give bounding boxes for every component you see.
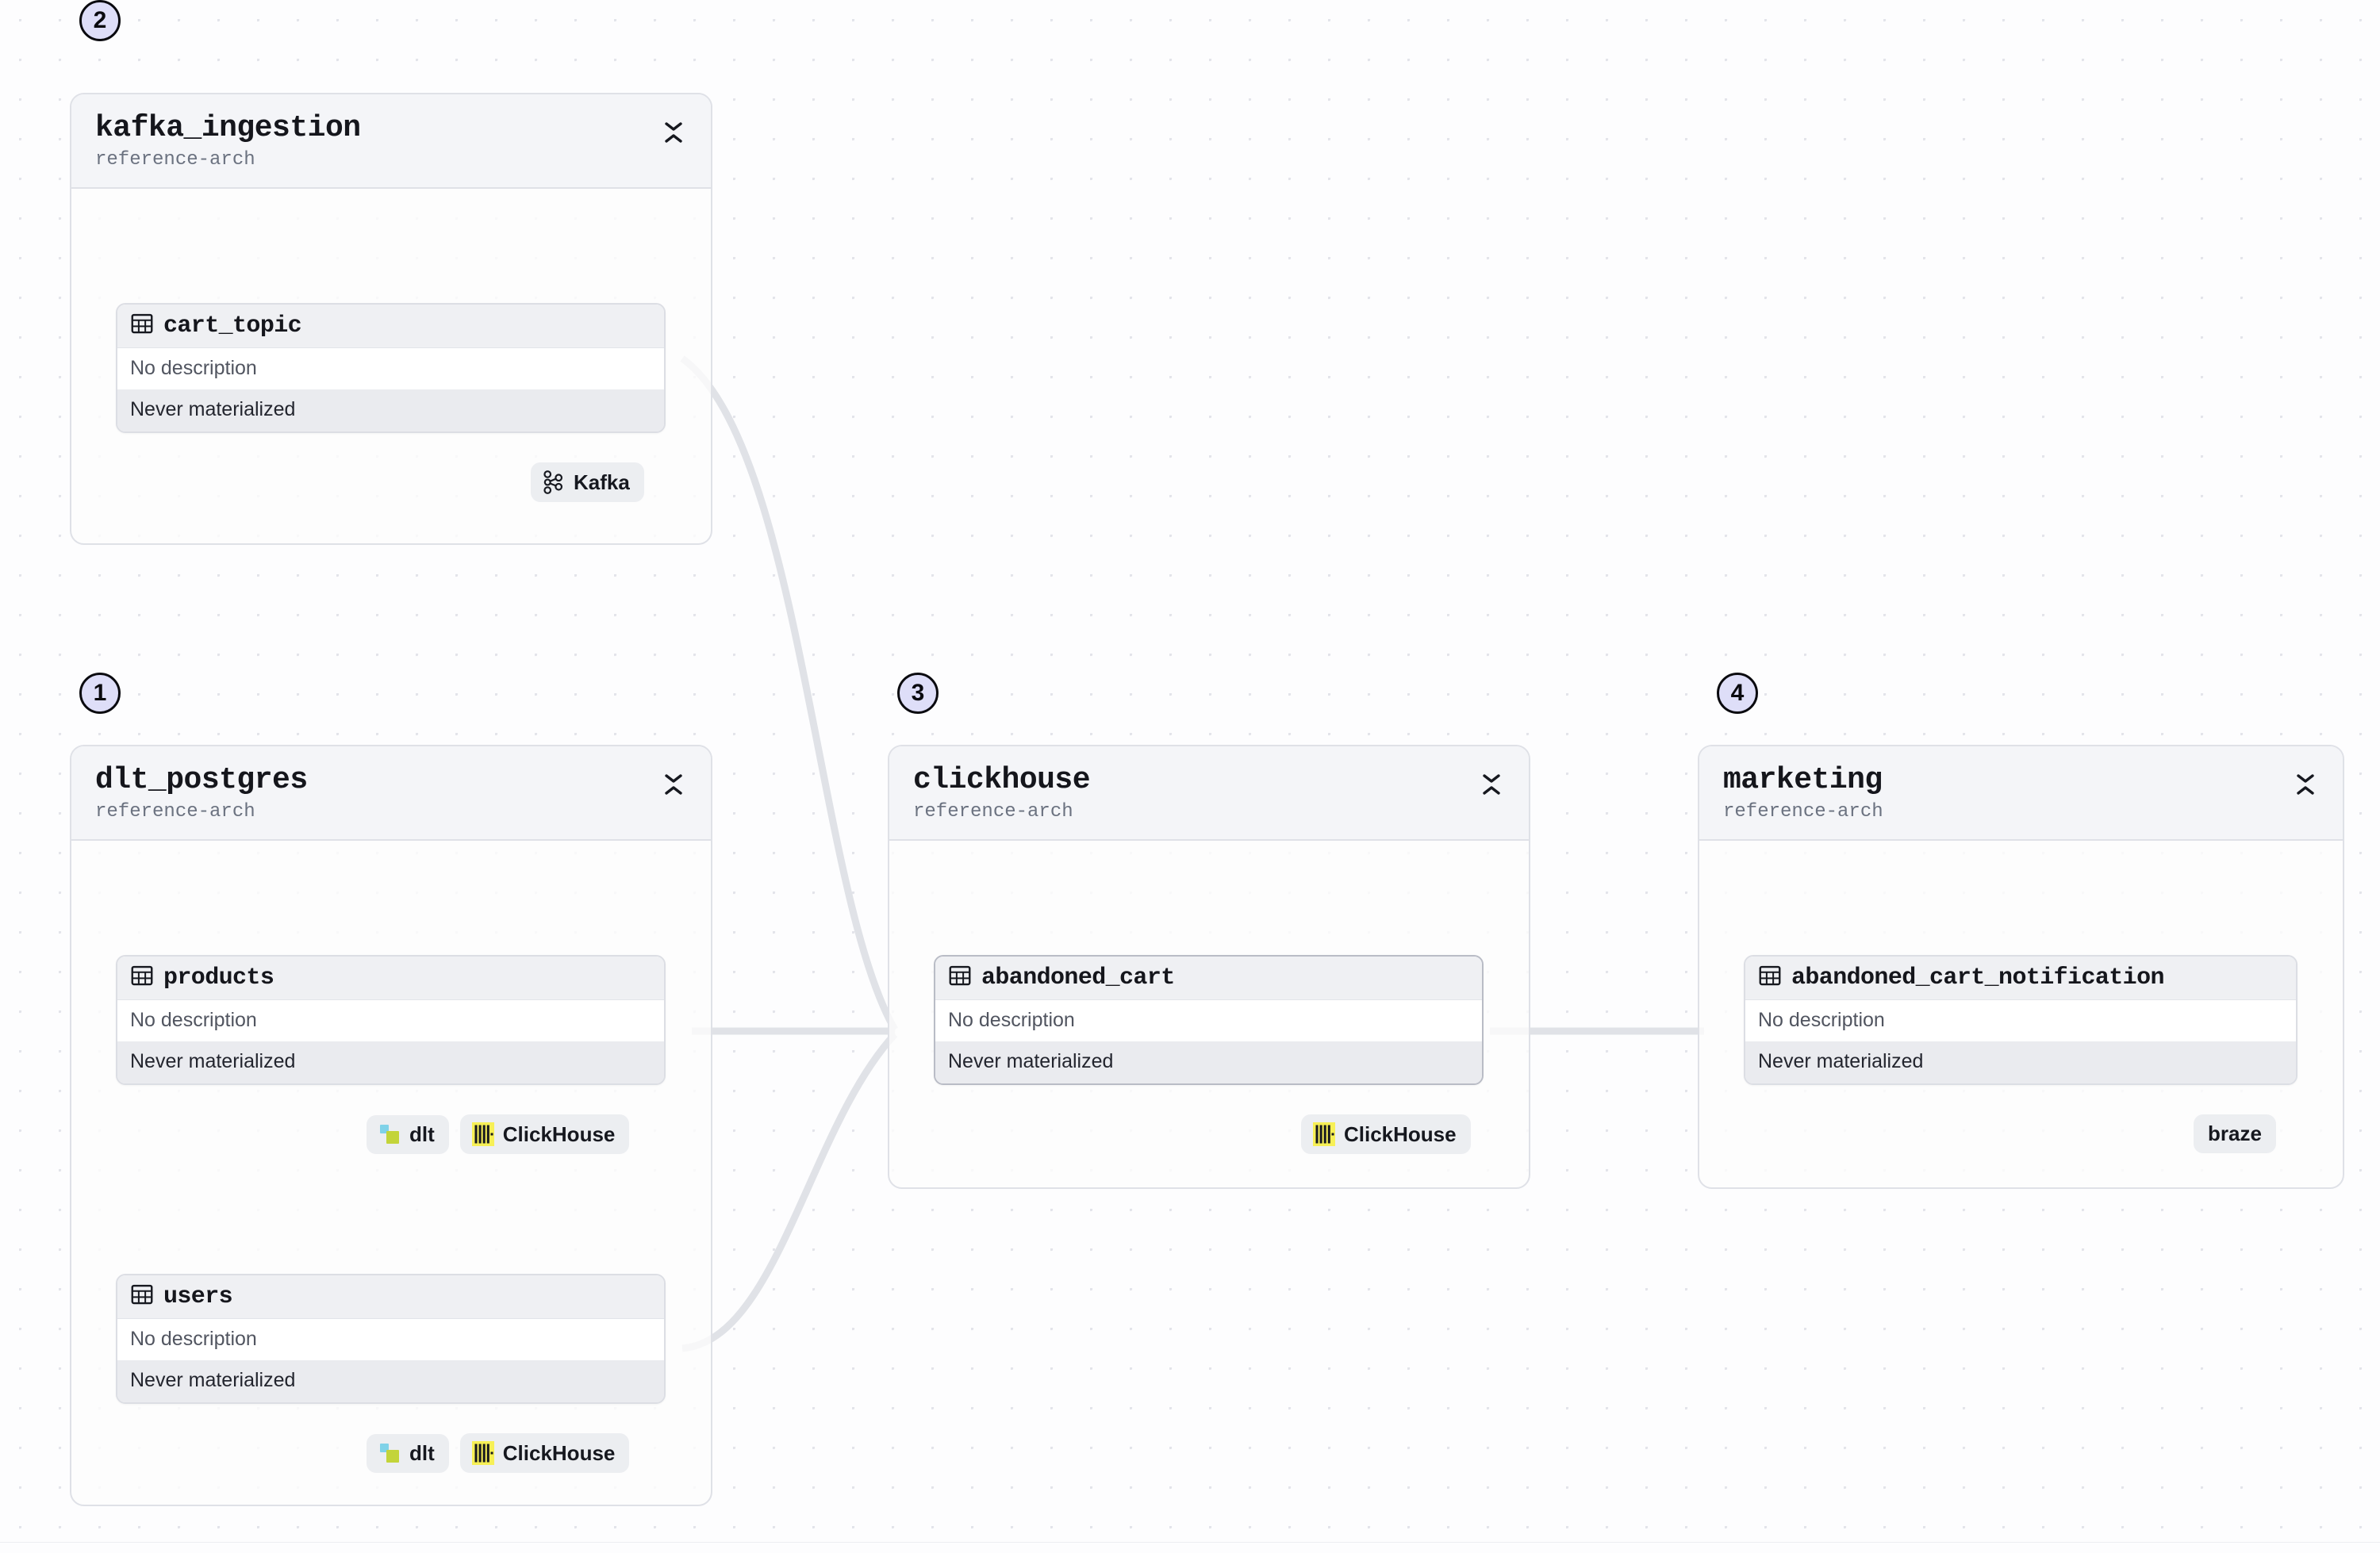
table-node-description: No description: [935, 1000, 1482, 1042]
table-node-description: No description: [117, 348, 664, 390]
integration-pill-label: ClickHouse: [502, 1440, 616, 1465]
table-node-description: No description: [117, 1000, 664, 1042]
integration-pill-row-users: dlt ClickHouse: [367, 1433, 630, 1473]
table-node-header: cart_topic: [117, 305, 664, 348]
step-badge-2[interactable]: 2: [79, 0, 121, 41]
group-subtitle: reference-arch: [95, 800, 255, 823]
group-title: dlt_postgres: [95, 763, 308, 797]
group-title: clickhouse: [913, 763, 1091, 797]
integration-pill-dlt[interactable]: dlt: [367, 1114, 449, 1154]
integration-pill-label: ClickHouse: [1344, 1122, 1457, 1146]
clickhouse-icon: [471, 1440, 495, 1466]
integration-pill-label: Kafka: [574, 470, 630, 494]
clickhouse-icon: [1312, 1122, 1336, 1147]
integration-pill-row-notification: braze: [2194, 1114, 2276, 1153]
table-node-materialization: Never materialized: [1745, 1041, 2296, 1083]
table-icon: [1758, 964, 1782, 991]
table-node-name: abandoned_cart_notification: [1791, 964, 2164, 991]
table-node-name: users: [163, 1283, 233, 1310]
group-title: kafka_ingestion: [95, 111, 361, 145]
integration-pill-clickhouse[interactable]: ClickHouse: [459, 1114, 630, 1154]
integration-pill-row-products: dlt ClickHouse: [367, 1114, 630, 1154]
step-badge-4[interactable]: 4: [1717, 673, 1758, 714]
integration-pill-dlt[interactable]: dlt: [367, 1433, 449, 1473]
table-node-header: users: [117, 1275, 664, 1319]
kafka-icon: [542, 470, 566, 495]
canvas-bottom-divider: [0, 1542, 2380, 1543]
integration-pill-clickhouse[interactable]: ClickHouse: [459, 1433, 630, 1473]
table-icon: [948, 964, 972, 991]
integration-pill-row-abandoned-cart: ClickHouse: [1301, 1114, 1471, 1154]
table-node-name: products: [163, 964, 274, 991]
integration-pill-braze[interactable]: braze: [2194, 1114, 2276, 1153]
group-subtitle: reference-arch: [95, 148, 255, 171]
collapse-icon[interactable]: [660, 769, 687, 800]
integration-pill-clickhouse[interactable]: ClickHouse: [1301, 1114, 1471, 1154]
group-header[interactable]: kafka_ingestion reference-arch: [71, 94, 711, 190]
integration-pill-row-kafka: Kafka: [531, 462, 644, 502]
table-icon: [130, 1283, 154, 1310]
step-badge-label: 4: [1730, 680, 1745, 706]
integration-pill-label: ClickHouse: [502, 1122, 616, 1146]
collapse-icon[interactable]: [2292, 769, 2319, 800]
table-node-header: products: [117, 957, 664, 1000]
group-subtitle: reference-arch: [913, 800, 1073, 823]
table-node-cart-topic[interactable]: cart_topic No description Never material…: [116, 303, 666, 433]
table-node-header: abandoned_cart: [935, 957, 1482, 1000]
table-node-materialization: Never materialized: [935, 1041, 1482, 1083]
table-node-abandoned-cart[interactable]: abandoned_cart No description Never mate…: [934, 955, 1484, 1085]
table-node-description: No description: [117, 1319, 664, 1361]
group-subtitle: reference-arch: [1723, 800, 1883, 823]
integration-pill-kafka[interactable]: Kafka: [531, 462, 644, 502]
table-node-materialization: Never materialized: [117, 1041, 664, 1083]
dlt-icon: [378, 1122, 401, 1146]
table-node-products[interactable]: products No description Never materializ…: [116, 955, 666, 1085]
integration-pill-label: dlt: [409, 1440, 435, 1465]
table-icon: [130, 964, 154, 991]
table-node-materialization: Never materialized: [117, 389, 664, 431]
group-title: marketing: [1723, 763, 1883, 797]
integration-pill-label: braze: [2208, 1122, 2262, 1145]
step-badge-label: 1: [93, 680, 107, 706]
table-icon: [130, 312, 154, 339]
table-node-abandoned-cart-notification[interactable]: abandoned_cart_notification No descripti…: [1744, 955, 2297, 1085]
collapse-icon[interactable]: [660, 117, 687, 148]
step-badge-label: 2: [93, 7, 107, 33]
integration-pill-label: dlt: [409, 1122, 435, 1146]
collapse-icon[interactable]: [1478, 769, 1505, 800]
table-node-users[interactable]: users No description Never materialized: [116, 1274, 666, 1404]
dlt-icon: [378, 1441, 401, 1465]
table-node-name: cart_topic: [163, 312, 302, 339]
table-node-description: No description: [1745, 1000, 2296, 1042]
group-header[interactable]: clickhouse reference-arch: [889, 746, 1529, 842]
clickhouse-icon: [471, 1122, 495, 1147]
table-node-name: abandoned_cart: [981, 964, 1175, 991]
table-node-materialization: Never materialized: [117, 1360, 664, 1402]
step-badge-label: 3: [911, 680, 925, 706]
group-header[interactable]: marketing reference-arch: [1699, 746, 2343, 842]
group-header[interactable]: dlt_postgres reference-arch: [71, 746, 711, 842]
step-badge-1[interactable]: 1: [79, 673, 121, 714]
table-node-header: abandoned_cart_notification: [1745, 957, 2296, 1000]
step-badge-3[interactable]: 3: [897, 673, 939, 714]
